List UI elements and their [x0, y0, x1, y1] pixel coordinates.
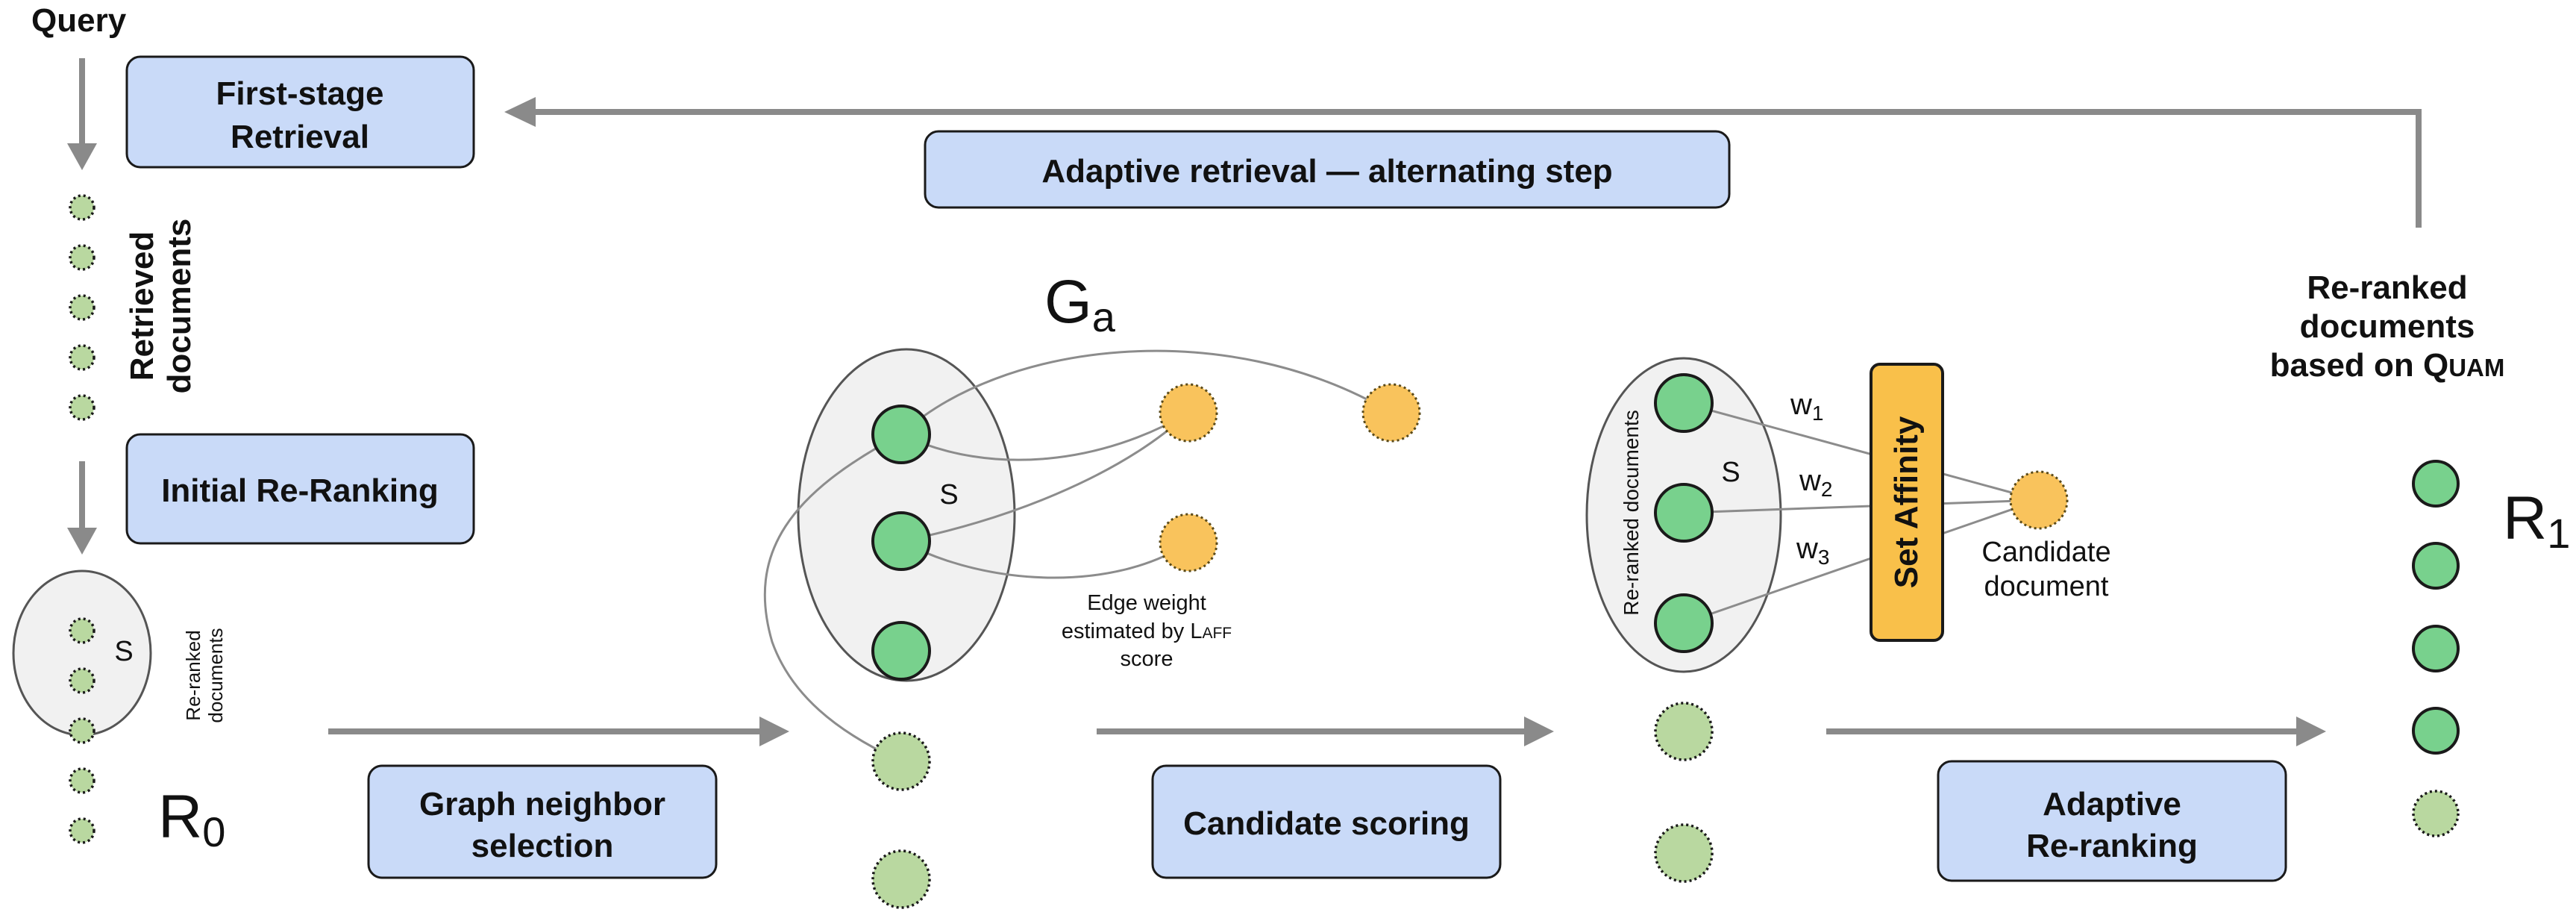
set-affinity-graph: S Re-ranked documents w1 w2 w3 Set Affin… — [1585, 357, 2111, 883]
weight-w3: w3 — [1796, 532, 1829, 569]
first-stage-retrieval-box: First-stage Retrieval — [125, 55, 475, 169]
set-s-label-graph: S — [939, 479, 958, 511]
retrieved-doc-node — [69, 194, 95, 221]
svg-text:score: score — [1121, 647, 1173, 671]
set-affinity-label: Set Affinity — [1888, 416, 1925, 588]
arrow-to-reranking — [1826, 717, 2326, 746]
reranked-small-label: Re-ranked documents — [182, 628, 227, 722]
set-s-node — [1654, 483, 1714, 543]
candidate-document-label-line2: document — [1984, 571, 2109, 602]
set-s-label-r0: S — [114, 636, 133, 667]
reranked-doc-node — [69, 767, 95, 794]
remaining-doc-node — [1654, 702, 1714, 761]
graph-edge — [763, 433, 902, 763]
graph-neighbor-label-line1: Graph neighbor — [419, 786, 665, 822]
set-s-node — [1654, 593, 1714, 653]
r1-doc-node — [2412, 625, 2460, 672]
affinity-edge — [1683, 402, 2040, 502]
candidate-document-node — [2009, 470, 2069, 530]
svg-text:based on QUAM: based on QUAM — [2270, 347, 2505, 384]
set-s-node — [1654, 373, 1714, 433]
retrieved-documents-label: Retrieved documents — [124, 219, 198, 394]
r1-doc-node — [2412, 707, 2460, 755]
reranked-doc-node — [69, 817, 95, 844]
initial-reranking-box: Initial Re-Ranking — [125, 433, 475, 545]
remaining-doc-node — [1654, 823, 1714, 883]
adaptive-reranking-label-line1: Adaptive — [2043, 786, 2181, 822]
arrow-to-scoring — [1097, 717, 1554, 746]
graph-neighbor-selection-box: Graph neighbor selection — [367, 764, 718, 879]
set-affinity-box — [1870, 363, 1944, 642]
set-s-node — [871, 511, 931, 571]
reranked-doc-node — [69, 717, 95, 744]
svg-text:Re-ranked documents: Re-ranked documents — [1620, 410, 1643, 615]
candidate-document-label-line1: Candidate — [1981, 537, 2110, 568]
graph-ga-label: Ga — [1044, 268, 1116, 340]
graph-neighbor-label-line2: selection — [471, 828, 614, 864]
reranked-doc-node — [69, 667, 95, 694]
query-label: Query — [31, 2, 127, 39]
reranked-vertical-label: Re-ranked documents — [1620, 410, 1643, 615]
svg-text:Edge weight: Edge weight — [1087, 591, 1206, 615]
retrieved-documents-list — [69, 194, 95, 421]
svg-text:documents: documents — [161, 219, 198, 394]
svg-text:Re-ranked: Re-ranked — [2307, 269, 2467, 306]
r0-set: S — [12, 569, 152, 844]
r1-label: R1 — [2503, 484, 2570, 557]
r0-label: R0 — [158, 783, 225, 855]
weight-w1: w1 — [1790, 388, 1823, 425]
candidate-neighbor-node — [1159, 383, 1218, 443]
candidate-scoring-box: Candidate scoring — [1151, 764, 1502, 879]
set-s-node — [871, 405, 931, 464]
retrieved-doc-node — [69, 344, 95, 371]
candidate-scoring-label: Candidate scoring — [1183, 805, 1470, 842]
retrieved-doc-node — [69, 294, 95, 321]
first-stage-label-line1: First-stage — [216, 75, 384, 112]
graph-ga: S Edge weight estimated by LAFF score — [763, 348, 1421, 909]
reranked-quam-label: Re-ranked documents based on QUAM — [2270, 269, 2505, 384]
first-stage-label-line2: Retrieval — [231, 119, 369, 155]
adaptive-reranking-label-line2: Re-ranking — [2026, 828, 2198, 864]
candidate-neighbor-node — [1159, 513, 1218, 572]
initial-reranking-label: Initial Re-Ranking — [161, 472, 439, 509]
retrieval-down-arrow — [67, 461, 97, 555]
r1-list — [2412, 460, 2460, 837]
adaptive-reranking-box: Adaptive Re-ranking — [1937, 760, 2287, 882]
remaining-doc-node — [871, 731, 931, 791]
weight-w2: w2 — [1799, 464, 1832, 501]
reranked-doc-node — [69, 617, 95, 644]
retrieved-doc-node — [69, 244, 95, 271]
affinity-edge — [1683, 499, 2040, 514]
graph-edge — [900, 411, 1190, 543]
remaining-doc-node — [871, 849, 931, 909]
svg-text:Retrieved: Retrieved — [124, 231, 160, 381]
r1-doc-node — [2412, 790, 2460, 837]
set-s-node — [871, 621, 931, 681]
adaptive-retrieval-label: Adaptive retrieval — alternating step — [1041, 153, 1612, 190]
r1-doc-node — [2412, 542, 2460, 590]
affinity-edge — [1683, 499, 2040, 625]
retrieved-doc-node — [69, 394, 95, 421]
edge-weight-label: Edge weight estimated by LAFF score — [1062, 591, 1232, 671]
set-s-label-scoring: S — [1721, 457, 1740, 488]
query-down-arrow — [67, 58, 97, 170]
feedback-arrow — [504, 97, 2422, 228]
svg-text:Re-ranked: Re-ranked — [182, 630, 204, 720]
graph-edge — [900, 349, 1392, 436]
r1-doc-node — [2412, 460, 2460, 508]
graph-edge — [900, 540, 1189, 579]
candidate-neighbor-node — [1361, 383, 1421, 443]
adaptive-retrieval-box: Adaptive retrieval — alternating step — [924, 130, 1731, 209]
svg-text:documents: documents — [204, 628, 227, 722]
arrow-to-graph — [328, 717, 789, 746]
svg-text:estimated by LAFF: estimated by LAFF — [1062, 619, 1232, 643]
svg-text:documents: documents — [2300, 308, 2475, 345]
graph-edge — [900, 411, 1189, 461]
